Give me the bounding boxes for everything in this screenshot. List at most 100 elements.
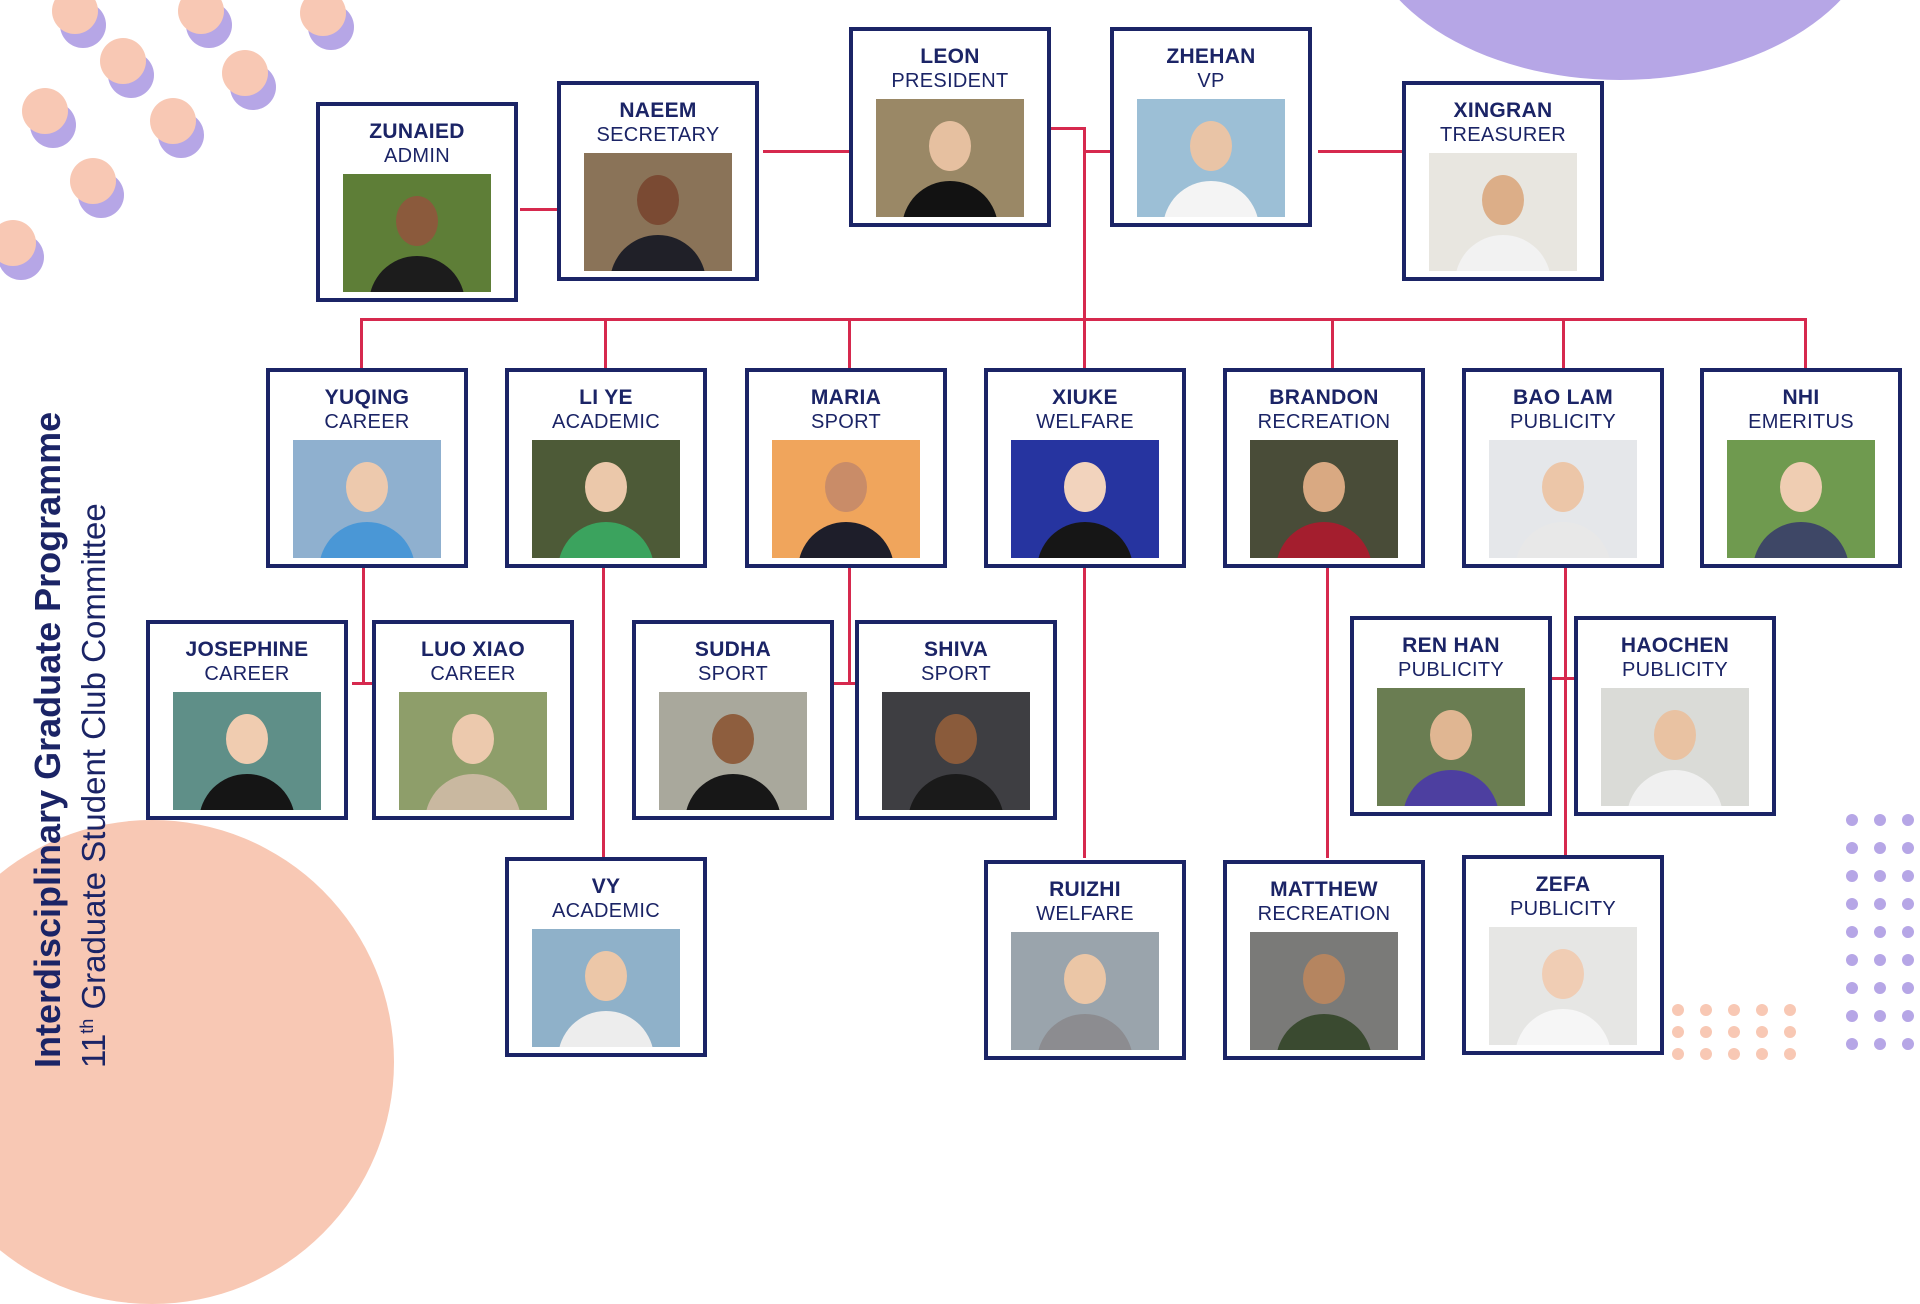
member-name: ZUNAIED xyxy=(369,120,465,143)
connector-line xyxy=(1562,318,1565,368)
photo-person-head xyxy=(1064,462,1106,512)
decorative-lavender-circle-top xyxy=(1360,0,1880,80)
committee-subtitle: 11th Graduate Student Club Committee xyxy=(68,412,113,1068)
decorative-peach-grid-dot xyxy=(1700,1004,1712,1016)
photo-person-body xyxy=(1627,770,1723,806)
photo-person-head xyxy=(1482,175,1524,225)
photo-person-body xyxy=(1515,522,1611,558)
connector-line xyxy=(1804,318,1807,368)
decorative-lavender-grid-dot xyxy=(1846,1038,1858,1050)
member-name: RUIZHI xyxy=(1049,878,1121,901)
member-role: CAREER xyxy=(204,663,290,685)
decorative-lavender-grid-dot xyxy=(1874,954,1886,966)
photo-person-head xyxy=(1430,710,1472,760)
connector-line xyxy=(763,150,849,153)
member-role: VP xyxy=(1197,70,1225,92)
member-photo xyxy=(173,692,321,810)
decorative-peach-dot xyxy=(22,88,68,134)
connector-line xyxy=(360,318,363,368)
photo-person-body xyxy=(319,522,415,558)
connector-line xyxy=(1083,127,1086,421)
photo-person-body xyxy=(1037,522,1133,558)
member-role: WELFARE xyxy=(1036,411,1134,433)
connector-line xyxy=(1083,318,1086,368)
decorative-lavender-grid-dot xyxy=(1902,982,1914,994)
member-role: PUBLICITY xyxy=(1509,898,1617,920)
photo-person-body xyxy=(1753,522,1849,558)
decorative-peach-grid-dot xyxy=(1728,1048,1740,1060)
member-role: TREASURER xyxy=(1439,124,1567,146)
member-name: LEON xyxy=(920,45,980,68)
connector-line xyxy=(1331,318,1334,368)
photo-person-head xyxy=(1542,949,1584,999)
member-photo xyxy=(876,99,1024,217)
member-photo xyxy=(659,692,807,810)
member-name: LUO XIAO xyxy=(421,638,525,661)
decorative-peach-grid-dot xyxy=(1756,1048,1768,1060)
member-name: REN HAN xyxy=(1402,634,1500,657)
connector-line xyxy=(834,682,855,685)
photo-person-head xyxy=(226,714,268,764)
decorative-lavender-grid-dot xyxy=(1874,898,1886,910)
member-role: SPORT xyxy=(810,411,882,433)
decorative-lavender-grid-dot xyxy=(1874,842,1886,854)
member-role: ACADEMIC xyxy=(552,900,660,922)
member-name: XINGRAN xyxy=(1453,99,1553,122)
decorative-peach-dot xyxy=(222,50,268,96)
member-photo xyxy=(293,440,441,558)
photo-person-body xyxy=(1163,181,1259,217)
photo-person-body xyxy=(425,774,521,810)
member-name: LI YE xyxy=(579,386,633,409)
photo-person-head xyxy=(585,462,627,512)
decorative-peach-grid-dot xyxy=(1728,1004,1740,1016)
photo-person-body xyxy=(1037,1014,1133,1050)
decorative-lavender-grid-dot xyxy=(1846,1010,1858,1022)
member-name: NAEEM xyxy=(619,99,697,122)
member-photo xyxy=(399,692,547,810)
decorative-lavender-grid-dot xyxy=(1874,814,1886,826)
member-name: SHIVA xyxy=(923,638,989,661)
member-photo xyxy=(1377,688,1525,806)
decorative-lavender-grid-dot xyxy=(1902,870,1914,882)
member-photo xyxy=(343,174,491,292)
photo-person-body xyxy=(798,522,894,558)
member-role: SECRETARY xyxy=(596,124,720,146)
member-photo xyxy=(1489,927,1637,1045)
photo-person-body xyxy=(1515,1009,1611,1045)
member-photo xyxy=(532,929,680,1047)
decorative-lavender-grid-dot xyxy=(1846,954,1858,966)
photo-person-body xyxy=(199,774,295,810)
connector-line xyxy=(1564,568,1567,858)
member-photo xyxy=(1011,440,1159,558)
committee-name: Graduate Student Club Committee xyxy=(75,503,112,1010)
member-role: ADMIN xyxy=(384,145,450,167)
connector-line xyxy=(848,568,851,682)
decorative-lavender-grid-dot xyxy=(1846,898,1858,910)
member-photo xyxy=(532,440,680,558)
decorative-peach-dot xyxy=(150,98,196,144)
decorative-peach-grid-dot xyxy=(1672,1004,1684,1016)
committee-ordinal: 11 xyxy=(75,1033,112,1068)
connector-line xyxy=(1083,150,1110,153)
member-photo xyxy=(1601,688,1749,806)
decorative-lavender-grid-dot xyxy=(1874,926,1886,938)
decorative-peach-grid-dot xyxy=(1756,1026,1768,1038)
member-photo xyxy=(1011,932,1159,1050)
decorative-peach-grid-dot xyxy=(1728,1026,1740,1038)
member-name: VY xyxy=(591,875,621,898)
decorative-lavender-grid-dot xyxy=(1902,842,1914,854)
photo-person-body xyxy=(1276,1014,1372,1050)
member-name: JOSEPHINE xyxy=(185,638,309,661)
decorative-peach-grid-dot xyxy=(1756,1004,1768,1016)
